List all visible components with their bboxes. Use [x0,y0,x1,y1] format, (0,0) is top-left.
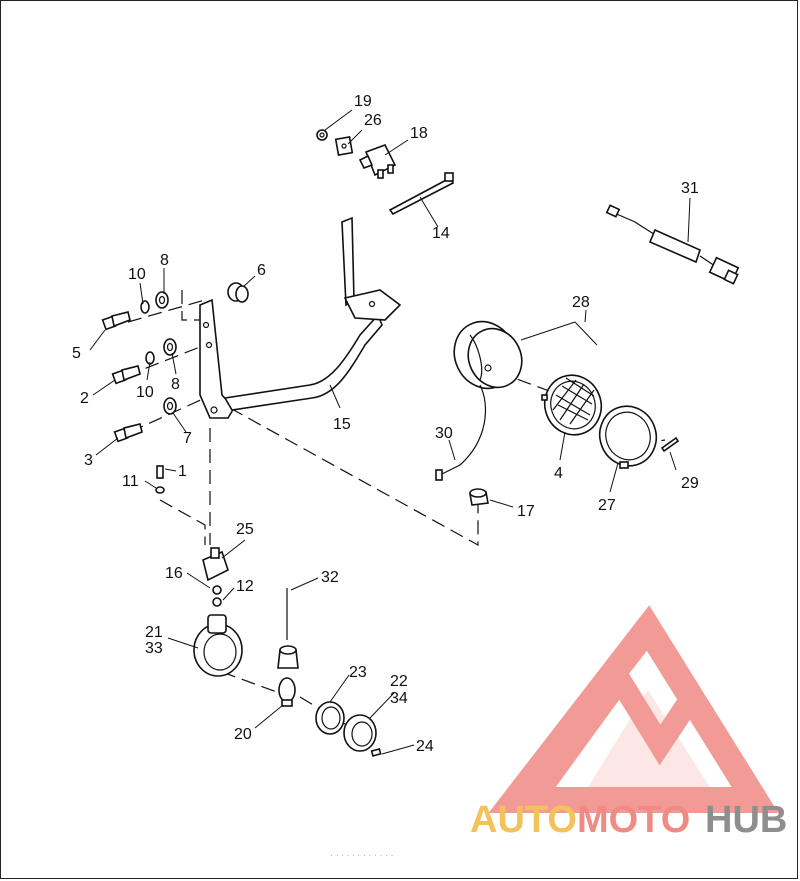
callout-8-lower: 8 [171,376,180,393]
lamp-housing-part-21 [193,614,243,677]
callout-34: 34 [390,690,408,707]
bolt-part-2 [111,365,141,385]
clamp-block-part-25 [202,547,229,607]
callout-12: 12 [236,578,254,595]
wire-part-30 [435,384,486,481]
callout-5: 5 [72,345,81,362]
bulb-socket-part-32 [277,588,299,669]
cable-tie-part-14 [388,172,455,216]
bolt-part-3 [113,423,143,443]
callout-15: 15 [333,416,351,433]
callout-11: 11 [122,473,139,490]
screw-washer-part-1-11 [155,465,165,494]
lamp-lens-part-4 [541,374,603,436]
lamp-shell-part-28 [453,320,523,390]
callout-21: 21 [145,624,163,641]
lens-part-22 [343,714,377,752]
screw-part-24 [370,748,382,757]
callout-16: 16 [165,565,183,582]
callout-14: 14 [432,225,450,242]
screw-part-29 [660,436,680,453]
mounting-bracket-part-15 [199,216,402,419]
callout-32: 32 [321,569,339,586]
callout-31: 31 [681,180,699,197]
trim-ring-part-27 [598,405,658,469]
callout-10-lower: 10 [136,384,154,401]
callout-4: 4 [554,465,563,482]
callout-18: 18 [410,125,428,142]
callout-2: 2 [80,390,89,407]
watermark-text-moto: MOTO [577,799,690,841]
bulb-part-20 [278,677,296,707]
callout-17: 17 [517,503,535,520]
callout-26: 26 [364,112,382,129]
bolt-part-5 [101,311,131,331]
callout-22: 22 [390,673,408,690]
callout-25: 25 [236,521,254,538]
watermark-text-auto: AUTO [470,799,577,841]
callout-27: 27 [598,497,616,514]
washers-part-8-10 [140,291,177,415]
gasket-part-23 [315,701,345,735]
plate-part-26 [334,135,354,157]
callout-7: 7 [183,430,192,447]
callout-20: 20 [234,726,252,743]
callout-29: 29 [681,475,699,492]
footer-faint-text: · · · · · · · · · · · · [330,850,393,860]
leader-lines [89,109,691,755]
callout-6: 6 [257,262,266,279]
harness-part-31 [605,204,740,285]
callout-3: 3 [84,452,93,469]
callout-10-upper: 10 [128,266,146,283]
callout-19: 19 [354,93,372,110]
watermark-logo [488,605,779,813]
callout-33: 33 [145,640,163,657]
callout-24: 24 [416,738,434,755]
callout-30: 30 [435,425,453,442]
spacer-part-6 [227,282,249,303]
callout-8-upper: 8 [160,252,169,269]
switch-part-18 [358,144,397,179]
watermark-text-hub: HUB [705,799,787,841]
callout-1: 1 [178,463,187,480]
grommet-part-17 [469,488,489,506]
callout-28: 28 [572,294,590,311]
nut-part-19 [316,129,328,141]
callout-23: 23 [349,664,367,681]
